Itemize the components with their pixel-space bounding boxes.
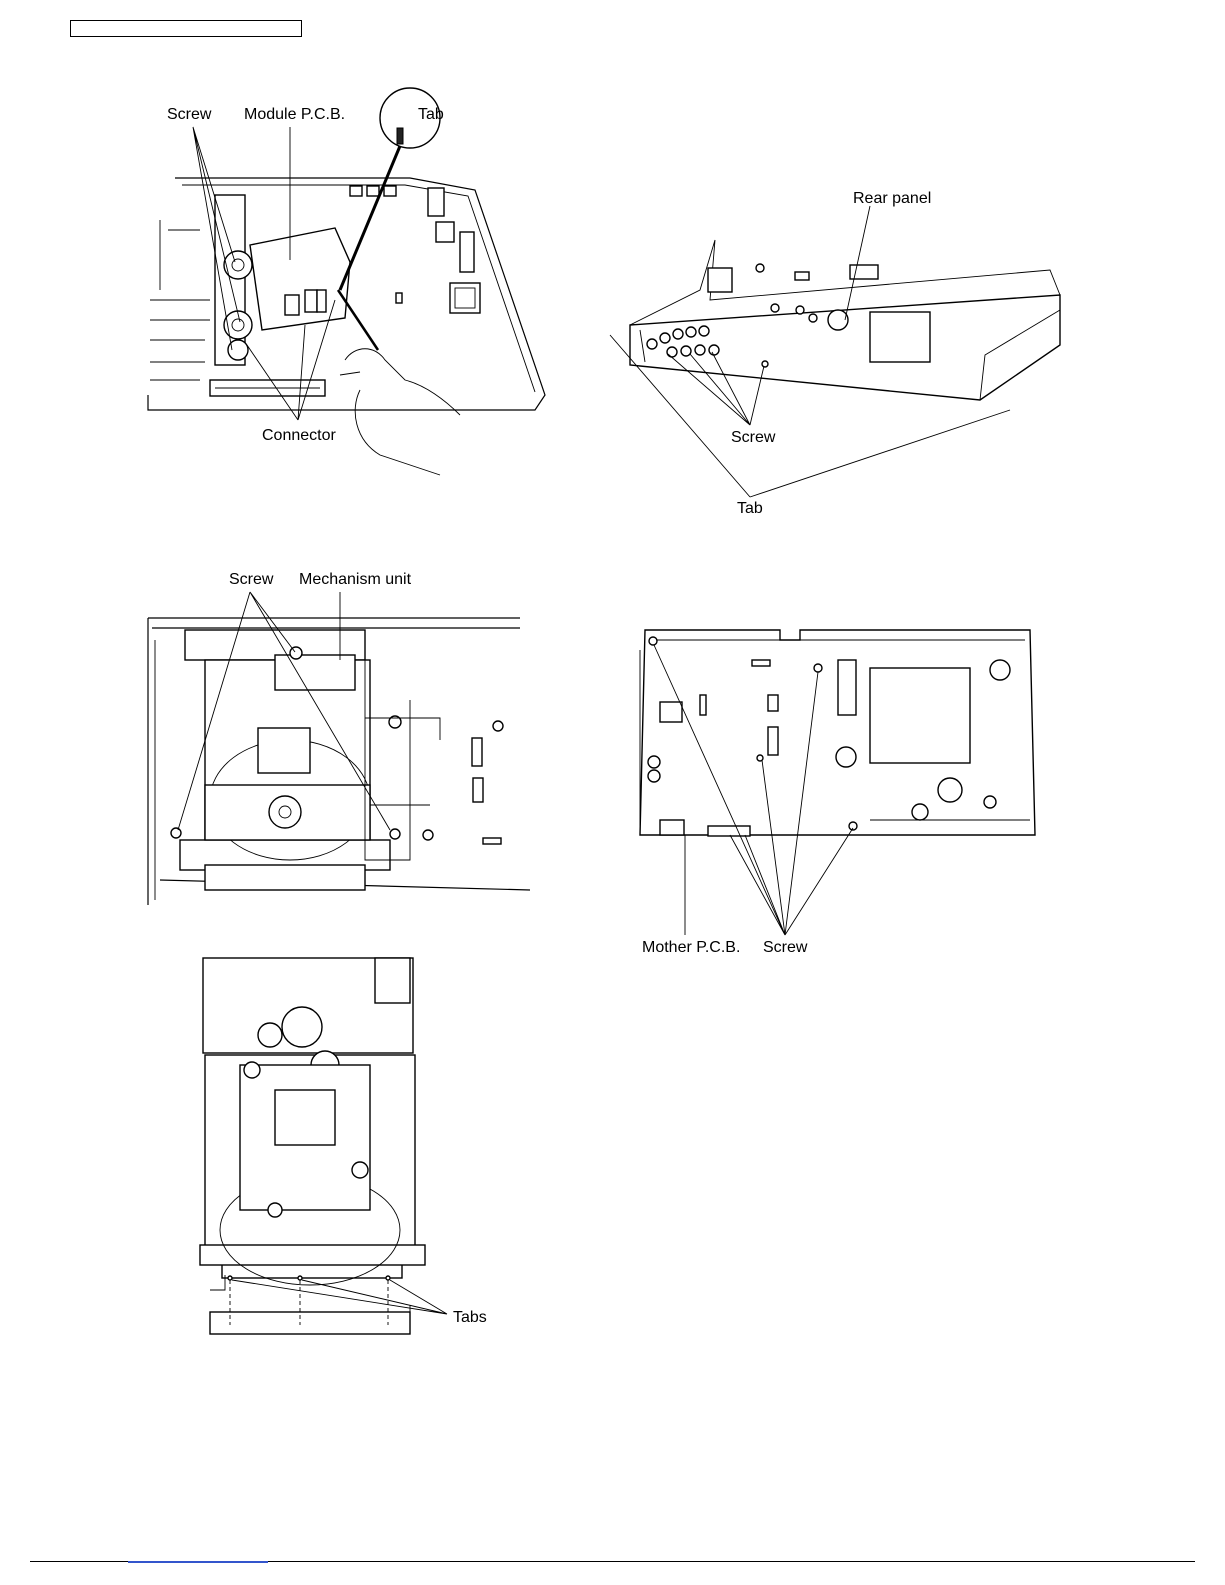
label-screw-2: Screw <box>731 429 776 446</box>
label-module-pcb: Module P.C.B. <box>244 106 345 123</box>
label-tab-1: Tab <box>418 106 444 123</box>
label-tabs: Tabs <box>453 1309 487 1326</box>
label-screw-3: Screw <box>229 571 274 588</box>
label-tab-2: Tab <box>737 500 763 517</box>
figure-rear-panel: Rear panel Screw Tab <box>610 190 1060 517</box>
label-screw-4: Screw <box>763 939 808 956</box>
label-rear-panel: Rear panel <box>853 190 931 207</box>
label-screw-1: Screw <box>167 106 212 123</box>
figure-mother-pcb: Mother P.C.B. Screw <box>640 630 1035 956</box>
label-mother-pcb: Mother P.C.B. <box>642 939 740 956</box>
label-connector: Connector <box>262 427 336 444</box>
figure-module-pcb: Screw Module P.C.B. Tab Connector <box>148 88 545 475</box>
label-mechanism-unit: Mechanism unit <box>299 571 412 588</box>
figure-mechanism-unit: Screw Mechanism unit <box>148 571 530 905</box>
figure-tray-tabs: Tabs <box>200 958 487 1334</box>
